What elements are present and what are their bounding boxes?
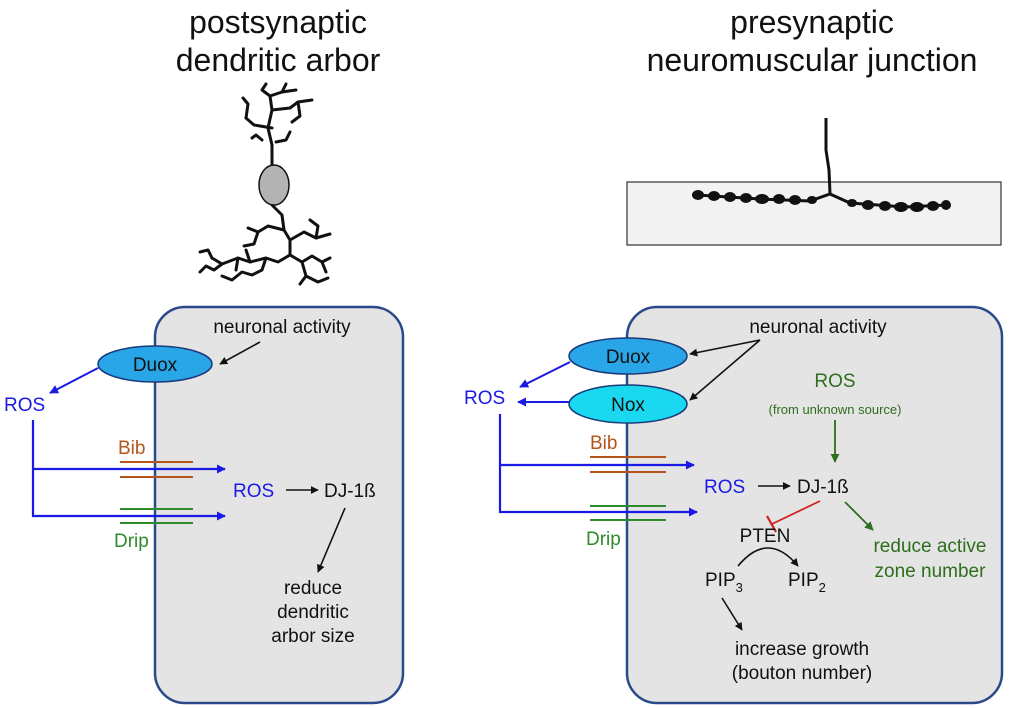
left-cell-body [153,305,405,705]
left-dj1b-outcome-arrow [317,507,346,573]
left-outcome-line1: reduce [284,578,342,599]
right-pip2-sub: 2 [819,580,826,595]
left-ros-out: ROS [4,395,45,416]
left-activity-arrow [219,341,261,365]
right-pip2: PIP2 [788,570,826,595]
left-outcome-line2: dendritic [277,602,349,623]
right-zone-line2: zone number [875,561,987,582]
right-dj1b: DJ-1ß [797,477,849,498]
left-outcome-line3: arbor size [271,626,354,647]
right-activity-nox-arrow [689,339,761,401]
right-ros-unknown-note: (from unknown source) [769,402,902,417]
left-ros-in: ROS [233,481,274,502]
left-dj1b: DJ-1ß [324,481,376,502]
right-pip-conversion-arrow [737,547,799,567]
right-pip3: PIP3 [705,570,743,595]
left-drip-label: Drip [114,531,149,552]
right-duox-enzyme [568,337,688,375]
right-growth-line2: (bouton number) [732,663,872,684]
right-pip3-growth-arrow [721,597,743,631]
right-zone-line1: reduce active [873,536,986,557]
right-dj1b-pten-inhibition [771,500,821,525]
right-ros-in: ROS [704,477,745,498]
right-neuronal-activity: neuronal activity [749,317,887,338]
left-duox-enzyme [97,345,213,383]
right-bib-label: Bib [590,433,617,454]
right-ros-unknown: ROS [814,371,855,392]
right-duox-label: Duox [606,347,651,368]
left-title-line2: dendritic arbor [176,42,381,78]
right-inhibition-bar [766,515,777,533]
left-neuronal-activity: neuronal activity [213,317,351,338]
right-title-line1: presynaptic [730,4,894,40]
right-growth-line1: increase growth [735,639,869,660]
right-pip3-base: PIP [705,570,736,591]
right-pten: PTEN [740,526,791,547]
right-activity-duox-arrow [689,339,761,357]
neuron-illustration [198,82,332,286]
right-dj1b-zone-arrow [844,501,874,531]
left-duox-label: Duox [133,355,178,376]
right-ros-out: ROS [464,388,505,409]
right-nox-label: Nox [611,395,645,416]
right-nox-enzyme [568,384,688,424]
left-duox-ros-arrow [49,367,99,394]
right-title-line2: neuromuscular junction [647,42,978,78]
left-bib-label: Bib [118,438,145,459]
right-drip-label: Drip [586,529,621,550]
neuromuscular-junction-illustration [626,118,1002,246]
right-pip2-base: PIP [788,570,819,591]
neuron-soma [258,164,290,206]
right-pip3-sub: 3 [736,580,743,595]
left-ros-drip-path [31,420,226,521]
left-title-line1: postsynaptic [189,4,367,40]
right-ros-drip-path [498,414,698,517]
right-duox-ros-arrow [519,361,571,388]
